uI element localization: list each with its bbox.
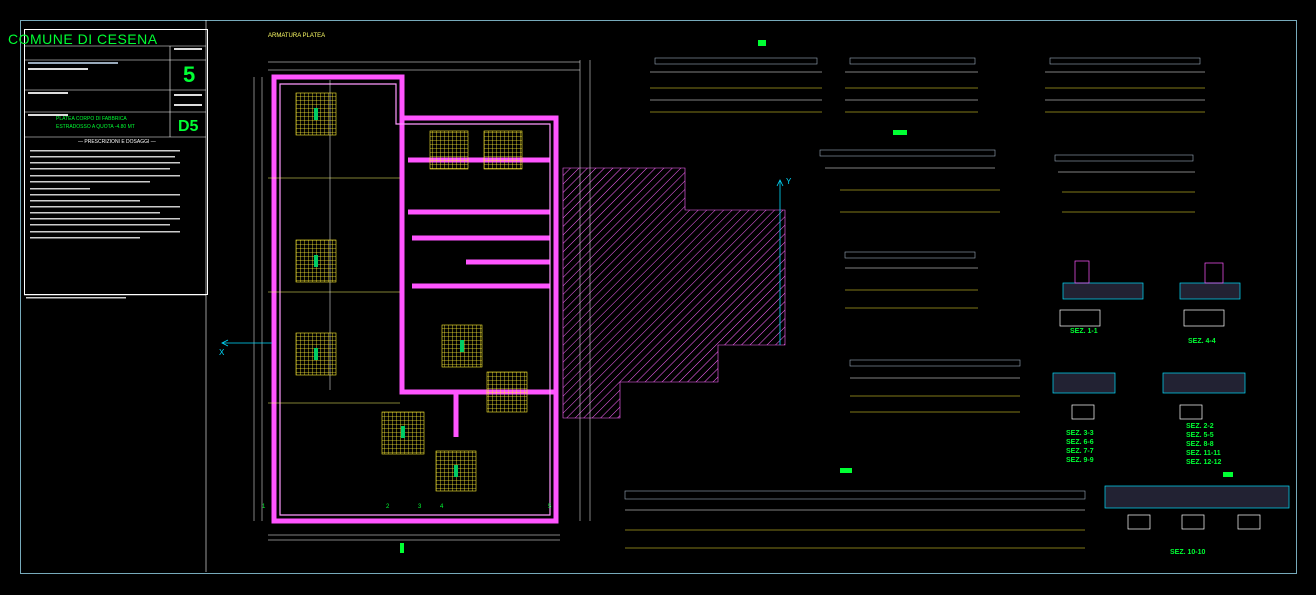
section-label: SEZ. 12-12 [1186, 459, 1222, 466]
prescriptions-header: — PRESCRIZIONI E DOSAGGI — [78, 139, 156, 145]
svg-text:4: 4 [440, 504, 444, 510]
svg-text:3: 3 [418, 504, 422, 510]
wall-inner-lines [279, 83, 551, 516]
title-block [24, 29, 208, 295]
drawing-frame [20, 20, 1297, 574]
axis-y-label: Y [786, 177, 792, 186]
section-label: SEZ. 6-6 [1066, 439, 1094, 446]
subject-line-2: ESTRADOSSO A QUOTA -4.80 MT [56, 124, 135, 130]
beam-elevations [624, 57, 1205, 549]
grid-labels: 1 2 3 4 5 [262, 504, 552, 553]
tags [758, 40, 1233, 477]
title-block-text [26, 48, 202, 299]
hatched-area [562, 167, 786, 419]
section-label: SEZ. 7-7 [1066, 448, 1094, 455]
section-label: SEZ. 5-5 [1186, 432, 1214, 439]
section-label-10-10: SEZ. 10-10 [1170, 549, 1206, 556]
section-label-1-1: SEZ. 1-1 [1070, 328, 1098, 335]
svg-text:5: 5 [548, 504, 552, 510]
section-group-left: SEZ. 3-3 SEZ. 6-6 SEZ. 7-7 SEZ. 9-9 [1066, 429, 1094, 465]
svg-text:1: 1 [262, 504, 266, 510]
section-group-right: SEZ. 2-2 SEZ. 5-5 SEZ. 8-8 SEZ. 11-11 SE… [1186, 422, 1221, 467]
section-label: SEZ. 9-9 [1066, 457, 1094, 464]
section-label-4-4: SEZ. 4-4 [1188, 338, 1216, 345]
title-block-lines [24, 20, 207, 572]
section-label: SEZ. 11-11 [1186, 450, 1221, 457]
section-label: SEZ. 8-8 [1186, 441, 1214, 448]
section-label: SEZ. 2-2 [1186, 423, 1214, 430]
sheet-code: D5 [178, 118, 199, 135]
plan-title: ARMATURA PLATEA [268, 33, 326, 39]
section-label: SEZ. 3-3 [1066, 430, 1094, 437]
comune-title: COMUNE DI CESENA [8, 31, 158, 47]
section-details [1052, 260, 1290, 530]
axis-x-label: X [219, 348, 225, 357]
sheet-number: 5 [183, 62, 196, 87]
subject-line-1: PLATEA CORPO DI FABBRICA [56, 116, 127, 122]
axes [221, 179, 784, 347]
mesh-centers [314, 108, 464, 477]
svg-text:2: 2 [386, 504, 390, 510]
